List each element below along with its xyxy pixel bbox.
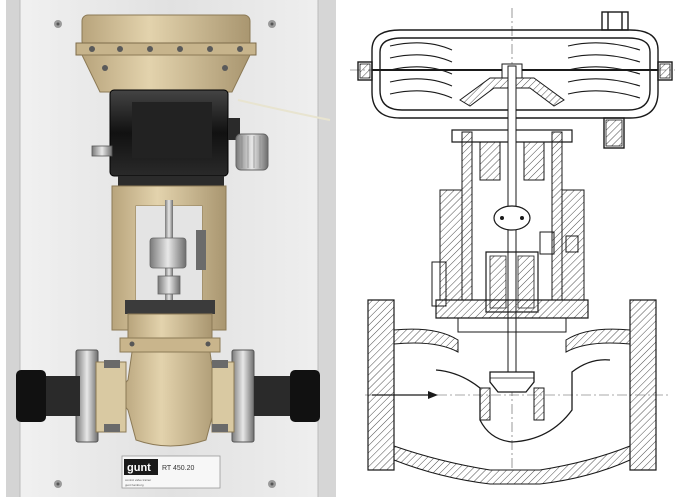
- panel-left-rail: [6, 0, 20, 497]
- nameplate-line-1: control valve trainer: [125, 478, 151, 482]
- positioner: [91, 89, 269, 186]
- diaphragm-actuator: [75, 14, 257, 93]
- signal-wire: [237, 99, 331, 121]
- nameplate-brand: gunt: [127, 462, 151, 474]
- section-drawing-svg: [340, 0, 681, 497]
- nameplate-model: RT 450.20: [162, 465, 195, 472]
- panel-screws: [54, 20, 276, 488]
- nameplate-line-2: gunt hamburg: [125, 483, 144, 487]
- valve-photo: gunt RT 450.20 control valve trainer gun…: [0, 0, 340, 497]
- valve-body: [119, 313, 222, 447]
- actuator-housing: [357, 11, 673, 149]
- valve-photo-svg: gunt RT 450.20 control valve trainer gun…: [0, 0, 340, 497]
- housing-hatch: [359, 63, 671, 147]
- nameplate: gunt RT 450.20 control valve trainer gun…: [121, 455, 221, 489]
- valve-body-section: [367, 299, 657, 485]
- actuator-springs: [389, 42, 641, 99]
- flow-arrow: [372, 391, 438, 399]
- valve-section-drawing: [340, 0, 681, 497]
- bonnet-flange: [435, 299, 589, 333]
- pipe-connections: [16, 349, 320, 443]
- yoke-section: [431, 65, 585, 383]
- panel-right-rail: [318, 0, 336, 497]
- yoke: [111, 185, 227, 331]
